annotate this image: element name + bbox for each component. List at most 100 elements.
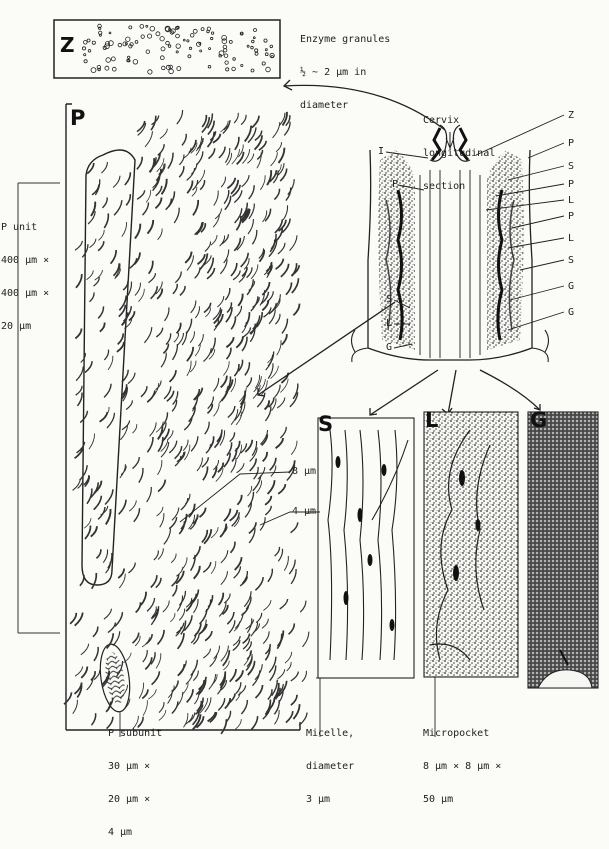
enzyme-granule bbox=[209, 48, 211, 50]
p-strand bbox=[248, 486, 252, 496]
p-strand bbox=[214, 378, 219, 391]
p-strand bbox=[217, 296, 223, 307]
p-strand bbox=[152, 671, 160, 684]
enzyme-granule bbox=[211, 32, 213, 34]
enzyme-granule bbox=[176, 44, 180, 48]
p-strand bbox=[106, 509, 111, 525]
p-strand bbox=[76, 367, 83, 381]
p-strand bbox=[128, 373, 135, 384]
p-strand bbox=[186, 671, 193, 685]
p-strand bbox=[107, 633, 114, 648]
p-strand bbox=[237, 495, 241, 505]
p-strand bbox=[284, 556, 288, 571]
enzyme-granule bbox=[190, 34, 194, 38]
p-strand bbox=[234, 364, 239, 376]
enzyme-granule bbox=[266, 67, 271, 72]
p-strand bbox=[141, 592, 146, 605]
p-strand bbox=[228, 406, 235, 418]
p-strand bbox=[97, 549, 101, 558]
p-strand bbox=[224, 190, 229, 204]
p-strand bbox=[235, 719, 241, 729]
p-strand bbox=[101, 162, 107, 173]
p-strand bbox=[227, 348, 231, 359]
cervix-label-right: G bbox=[568, 281, 574, 292]
p-strand bbox=[194, 566, 200, 579]
p-strand bbox=[236, 670, 244, 681]
p-strand bbox=[191, 436, 198, 451]
p-strand bbox=[75, 329, 81, 339]
p-strand bbox=[80, 575, 84, 586]
p-strand bbox=[181, 498, 188, 510]
p-strand bbox=[92, 573, 97, 589]
p-strand bbox=[137, 190, 145, 199]
enzyme-granule bbox=[135, 41, 138, 44]
p-strand bbox=[279, 148, 285, 163]
p-strand bbox=[247, 377, 252, 387]
p-strand bbox=[255, 577, 263, 590]
p-strand bbox=[286, 282, 292, 294]
panel-z-letter: Z bbox=[60, 33, 75, 57]
p-strand bbox=[283, 205, 287, 220]
p-strand bbox=[291, 441, 297, 455]
cervix-title-line: section bbox=[423, 181, 495, 192]
p-strand bbox=[172, 574, 179, 586]
p-strand bbox=[219, 593, 224, 605]
p-subunit-caption: P subunit 30 µm × 20 µm × 4 µm bbox=[108, 706, 162, 849]
enzyme-granule bbox=[84, 54, 86, 56]
p-strand bbox=[265, 400, 269, 409]
p-strand bbox=[193, 200, 198, 216]
p-strand bbox=[303, 632, 309, 647]
p-strand bbox=[245, 126, 251, 142]
p-strand bbox=[238, 294, 242, 306]
p-strand bbox=[173, 284, 177, 294]
p-strand bbox=[191, 590, 198, 605]
p-strand bbox=[184, 713, 188, 727]
p-strand bbox=[226, 711, 230, 722]
p-strand bbox=[156, 186, 162, 196]
cervix-label-left: I bbox=[378, 146, 384, 157]
enzyme-granule bbox=[125, 43, 127, 45]
p-strand bbox=[90, 292, 95, 301]
p-strand bbox=[220, 259, 227, 274]
p-strand bbox=[231, 542, 235, 553]
p-strand bbox=[214, 403, 220, 416]
p-strand bbox=[126, 400, 132, 409]
p-unit-line: 400 µm × bbox=[1, 288, 49, 299]
p-strand bbox=[151, 286, 158, 299]
p-strand bbox=[174, 333, 179, 342]
cervix-label-left: P bbox=[392, 179, 398, 190]
p-strand bbox=[241, 700, 247, 714]
enzyme-granule bbox=[188, 55, 191, 58]
p-strand bbox=[287, 662, 292, 671]
p-strand bbox=[76, 274, 82, 288]
p-strand bbox=[125, 172, 131, 185]
enzyme-granule bbox=[241, 64, 243, 66]
p-strand bbox=[122, 421, 130, 430]
p-strand bbox=[286, 711, 293, 723]
p-strand bbox=[224, 594, 230, 603]
enzyme-granule bbox=[193, 29, 197, 33]
cervix-label-left: S bbox=[386, 294, 392, 305]
p-unit-caption: P unit 400 µm × 400 µm × 20 µm bbox=[1, 200, 49, 343]
p-strand bbox=[209, 148, 215, 158]
p-strand bbox=[230, 669, 236, 682]
p-strand bbox=[200, 180, 204, 190]
p-strand bbox=[158, 480, 165, 492]
enzyme-granule bbox=[126, 37, 130, 41]
p-strand bbox=[220, 524, 226, 538]
p-strand bbox=[120, 464, 126, 478]
p-strand bbox=[211, 527, 218, 538]
enzyme-granule bbox=[82, 47, 85, 50]
p-strand bbox=[224, 249, 229, 263]
micropocket-caption: Micropocket 8 µm × 8 µm × 50 µm bbox=[423, 706, 501, 816]
p-strand bbox=[158, 548, 163, 559]
enzyme-granule bbox=[262, 62, 265, 65]
cervix-title: Cervix longitudinal section bbox=[423, 93, 495, 203]
p-strand bbox=[98, 507, 105, 519]
p-strand bbox=[148, 689, 156, 699]
p-strand bbox=[75, 241, 82, 250]
p-strand bbox=[197, 458, 202, 471]
p-strand bbox=[149, 273, 156, 283]
p-subunit-texture bbox=[102, 651, 127, 705]
enzyme-granule bbox=[251, 69, 254, 72]
